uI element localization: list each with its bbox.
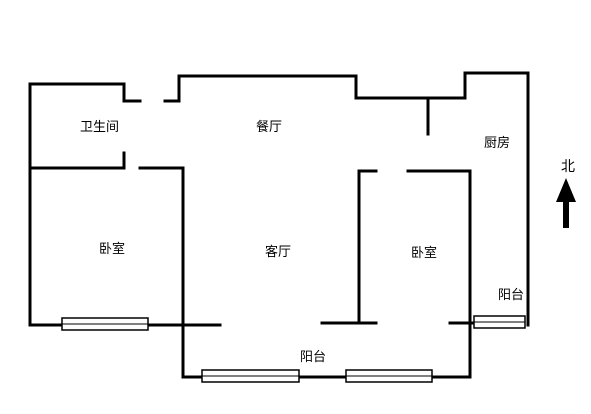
north-compass: 北	[556, 159, 576, 228]
room-label-balcony-bottom: 阳台	[300, 350, 326, 365]
window-right-balcony	[473, 315, 526, 329]
room-label-bathroom: 卫生间	[80, 120, 119, 135]
room-labels: 卫生间 餐厅 厨房 卧室 客厅 卧室 阳台 阳台	[80, 119, 524, 365]
wall-dining-top	[177, 71, 530, 327]
window-bottom-right	[345, 369, 433, 383]
window-bottom-left	[201, 369, 300, 383]
room-label-bedroom-left: 卧室	[99, 241, 125, 257]
room-label-living: 客厅	[265, 244, 291, 260]
north-arrow-icon	[556, 178, 576, 228]
room-label-bedroom-right: 卧室	[411, 245, 437, 261]
wall-right-bedroom	[320, 169, 378, 325]
room-label-dining: 餐厅	[256, 119, 282, 135]
compass-label: 北	[561, 159, 575, 175]
walls	[28, 71, 530, 379]
wall-bathroom-outer	[28, 82, 126, 170]
room-label-balcony-right: 阳台	[498, 288, 524, 303]
window-left-bedroom	[61, 317, 149, 331]
windows	[61, 315, 526, 383]
wall-right-bedroom-top	[406, 169, 472, 379]
room-label-kitchen: 厨房	[484, 135, 510, 151]
